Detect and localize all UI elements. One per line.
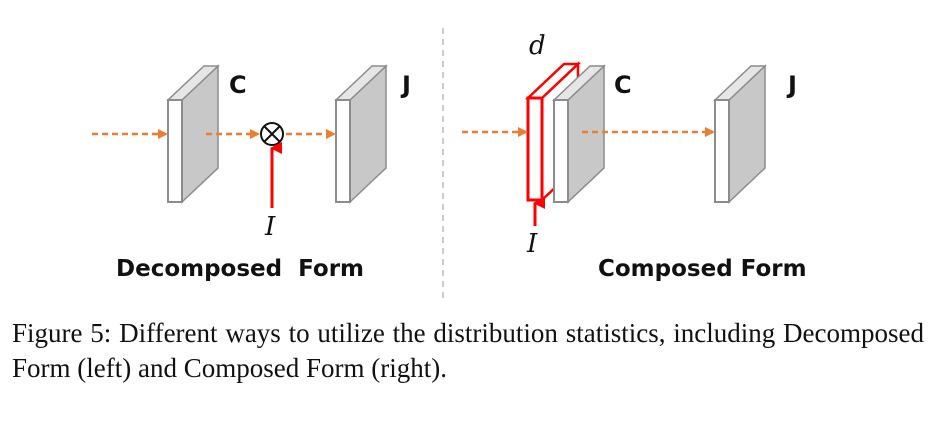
layer-c-left xyxy=(166,64,220,204)
input-label-right: I xyxy=(526,229,538,259)
layer-c-label-right: C xyxy=(614,71,632,99)
layer-c-label-left: C xyxy=(229,71,247,99)
layer-c-right xyxy=(552,64,606,204)
layer-j-left xyxy=(334,64,388,204)
layer-j-label-left: J xyxy=(400,71,411,99)
input-label-left: I xyxy=(264,212,276,242)
multiply-operator-icon xyxy=(260,122,284,146)
layer-j-right xyxy=(713,64,767,204)
layer-d-label: d xyxy=(529,31,546,61)
composed-form-title: Composed Form xyxy=(598,256,807,282)
decomposed-form-title: Decomposed Form xyxy=(116,256,364,282)
layer-j-label-right: J xyxy=(786,71,797,99)
figure-diagram: C J I Decomposed Form d C J xyxy=(92,28,807,298)
figure-caption: Figure 5: Different ways to utilize the … xyxy=(12,318,924,383)
